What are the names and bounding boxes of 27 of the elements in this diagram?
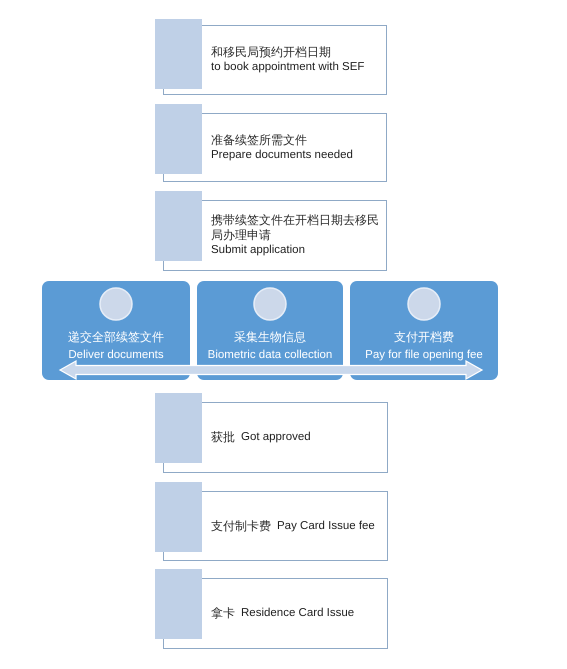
process-box (155, 191, 387, 271)
step-subtitle: Submit application (211, 243, 305, 258)
step-title: 携带续签文件在开档日期去移民局办理申请 (211, 213, 379, 243)
step-subtitle: to book appointment with SEF (211, 60, 364, 75)
stage-panel (42, 281, 190, 380)
step-title: 准备续签所需文件 (211, 132, 307, 148)
stage-subtitle: Biometric data collection (208, 348, 332, 363)
step-subtitle: Prepare documents needed (211, 148, 353, 162)
stage-subtitle: Deliver documents (68, 348, 164, 363)
stage-title: 采集生物信息 (234, 329, 306, 346)
step-subtitle: Residence Card Issue (241, 606, 354, 621)
stage-panel (197, 281, 343, 380)
step-subtitle: Got approved (241, 430, 311, 445)
process-box (155, 104, 387, 182)
stage-title: 递交全部续签文件 (68, 329, 164, 346)
step-title: 和移民局预约开档日期 (211, 45, 331, 60)
stage-subtitle: Pay for file opening fee (365, 348, 483, 363)
stage-panel (350, 281, 498, 380)
step-title: 获批 (211, 430, 235, 445)
stage-title: 支付开档费 (394, 329, 454, 346)
process-box (155, 569, 388, 649)
process-box (155, 393, 388, 473)
process-box (155, 482, 388, 561)
step-subtitle: Pay Card Issue fee (277, 518, 375, 534)
step-title: 拿卡 (211, 606, 235, 621)
step-title: 支付制卡费 (211, 518, 271, 534)
process-box (155, 19, 387, 95)
